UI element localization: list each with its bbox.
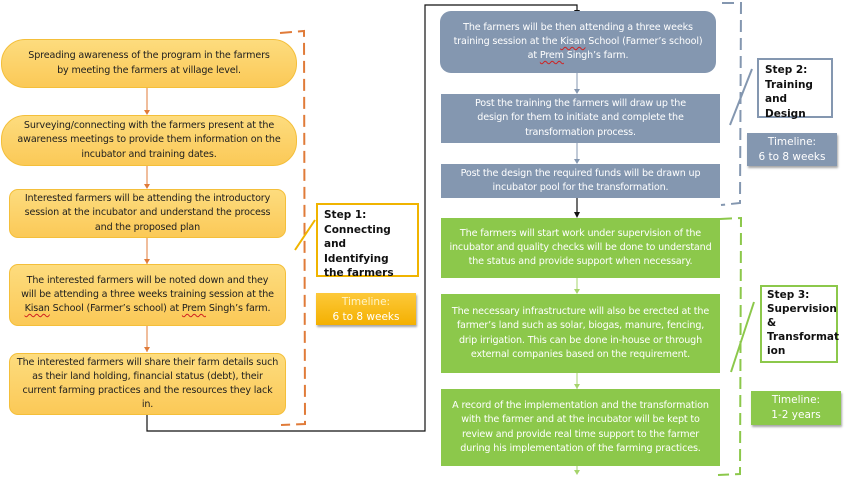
timeline-label: Timeline: xyxy=(767,136,817,148)
step1-box-awareness: Spreading awareness of the program in th… xyxy=(1,39,297,88)
step3-label: Step 3: Supervision & Transformat ion xyxy=(760,285,840,363)
step2-label: Step 2: Training and Design xyxy=(757,58,833,120)
box-text: Post the design the required funds will … xyxy=(460,167,701,193)
step-label-text: Step 1: Connecting and Identifying the f… xyxy=(324,209,394,279)
step1-box-noted-down: The interested farmers will be noted dow… xyxy=(9,264,286,326)
step-label-line: Supervision xyxy=(767,303,837,315)
step2-box-draw-design: Post the training the farmers will draw … xyxy=(441,94,720,143)
box-text: The interested farmers will be noted dow… xyxy=(21,274,274,315)
step1-box-introductory-session: Interested farmers will be attending the… xyxy=(9,189,286,238)
timeline-value: 6 to 8 weeks xyxy=(758,151,826,163)
step-label-text: Step 2: Training and Design xyxy=(765,64,813,120)
box-text: Surveying/connecting with the farmers pr… xyxy=(17,120,281,160)
box-text: The interested farmers will share their … xyxy=(16,356,279,411)
step1-box-surveying: Surveying/connecting with the farmers pr… xyxy=(1,115,297,166)
step3-bracket xyxy=(717,216,743,476)
step2-bracket xyxy=(720,2,743,206)
step2-timeline: Timeline: 6 to 8 weeks xyxy=(747,133,837,166)
step-label-line: Transformat xyxy=(767,331,840,343)
box-text: Interested farmers will be attending the… xyxy=(24,193,271,233)
timeline-value: 6 to 8 weeks xyxy=(332,311,400,323)
step1-to-step2-connector xyxy=(146,4,578,432)
box-text: The necessary infrastructure will also b… xyxy=(451,306,710,360)
step-label-line: & xyxy=(767,317,777,329)
step1-box-share-farm-details: The interested farmers will share their … xyxy=(9,353,286,415)
box-text: A record of the implementation and the t… xyxy=(452,400,709,454)
step1-label: Step 1: Connecting and Identifying the f… xyxy=(316,203,419,279)
step3-box-supervision: The farmers will start work under superv… xyxy=(441,218,720,278)
step2-box-training-session: The farmers will be then attending a thr… xyxy=(440,11,716,73)
step3-timeline: Timeline: 1-2 years xyxy=(751,391,841,425)
step1-timeline: Timeline: 6 to 8 weeks xyxy=(316,293,416,325)
step2-box-funds: Post the design the required funds will … xyxy=(441,164,720,198)
step-label-line: ion xyxy=(767,345,786,357)
box-text: Spreading awareness of the program in th… xyxy=(28,50,270,76)
step2-bracket-pointer xyxy=(729,68,753,126)
timeline-label: Timeline: xyxy=(771,394,821,406)
step1-bracket-pointer xyxy=(294,219,316,251)
timeline-label: Timeline: xyxy=(341,296,391,308)
step3-bracket-pointer xyxy=(730,301,755,373)
step3-box-record: A record of the implementation and the t… xyxy=(441,389,720,466)
step-label-line: Step 3: xyxy=(767,289,810,301)
step3-box-infrastructure: The necessary infrastructure will also b… xyxy=(441,294,720,373)
box-text: Post the training the farmers will draw … xyxy=(475,98,686,138)
timeline-value: 1-2 years xyxy=(771,409,821,421)
box-text: The farmers will start work under superv… xyxy=(449,227,712,268)
box-text: The farmers will be then attending a thr… xyxy=(453,21,703,62)
step1-bracket xyxy=(279,29,307,426)
